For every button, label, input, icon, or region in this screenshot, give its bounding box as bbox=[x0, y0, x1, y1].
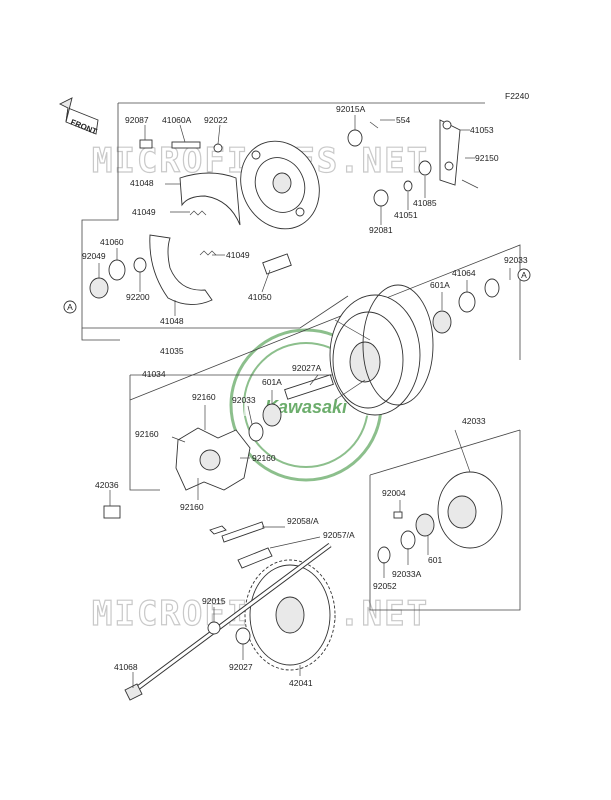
part-label: 42033 bbox=[462, 416, 486, 426]
part-label: 41049 bbox=[226, 250, 250, 260]
part-label: 42041 bbox=[289, 678, 313, 688]
svg-text:A: A bbox=[67, 302, 73, 312]
part-label: 41064 bbox=[452, 268, 476, 278]
figure-code: F2240 bbox=[505, 91, 529, 101]
part-label: 92058/A bbox=[287, 516, 319, 526]
sprocket-bolts bbox=[209, 521, 273, 569]
part-label: 41060A bbox=[162, 115, 192, 125]
part-label: 41034 bbox=[142, 369, 166, 379]
part-label: 41060 bbox=[100, 237, 124, 247]
logo-text: Kawasaki bbox=[265, 397, 348, 417]
part-label: 41049 bbox=[132, 207, 156, 217]
reference-marker-left: A bbox=[63, 300, 77, 314]
part-label: 42036 bbox=[95, 480, 119, 490]
sprocket-coupling bbox=[377, 471, 503, 564]
front-arrow-icon: FRONT bbox=[58, 97, 99, 136]
part-label: 92057/A bbox=[323, 530, 355, 540]
collar bbox=[103, 505, 121, 519]
brake-panel bbox=[240, 140, 320, 230]
part-label: 92160 bbox=[252, 453, 276, 463]
part-label: 92087 bbox=[125, 115, 149, 125]
part-label: 601A bbox=[430, 280, 450, 290]
leader-lines bbox=[98, 115, 511, 688]
part-label: 554 bbox=[396, 115, 410, 125]
part-label: 92027A bbox=[292, 363, 322, 373]
axle bbox=[124, 542, 332, 701]
part-label: 92004 bbox=[382, 488, 406, 498]
part-number-labels: 92087 41060A 92022 92015A 554 41053 4104… bbox=[82, 104, 528, 688]
part-label: 92081 bbox=[369, 225, 393, 235]
part-label: 92200 bbox=[126, 292, 150, 302]
part-label: 92049 bbox=[82, 251, 106, 261]
part-label: 92015 bbox=[202, 596, 226, 606]
part-label: 41085 bbox=[413, 198, 437, 208]
part-label: 92150 bbox=[475, 153, 499, 163]
part-label: 92033A bbox=[392, 569, 422, 579]
damper-rubbers bbox=[175, 427, 251, 491]
part-label: 92033 bbox=[504, 255, 528, 265]
part-label: 92052 bbox=[373, 581, 397, 591]
part-label: 41035 bbox=[160, 346, 184, 356]
part-label: 41068 bbox=[114, 662, 138, 672]
wheel-hub bbox=[329, 284, 434, 416]
part-label: 92015A bbox=[336, 104, 366, 114]
right-bearing-set bbox=[432, 278, 500, 334]
part-label: 601 bbox=[428, 555, 442, 565]
part-label: 92027 bbox=[229, 662, 253, 672]
top-small-parts bbox=[139, 119, 479, 275]
part-label: 41048 bbox=[160, 316, 184, 326]
spacer-collar bbox=[248, 374, 334, 442]
part-label: 41051 bbox=[394, 210, 418, 220]
part-label: 92160 bbox=[180, 502, 204, 512]
part-label: 601A bbox=[262, 377, 282, 387]
part-label: 92022 bbox=[204, 115, 228, 125]
part-label: 92033 bbox=[232, 395, 256, 405]
brake-shoes bbox=[149, 172, 241, 305]
part-label: 41050 bbox=[248, 292, 272, 302]
kawasaki-logo: Kawasaki bbox=[229, 328, 383, 482]
part-label: 41053 bbox=[470, 125, 494, 135]
svg-text:A: A bbox=[521, 270, 527, 280]
part-label: 92160 bbox=[135, 429, 159, 439]
left-bearing-set bbox=[89, 257, 147, 299]
reference-marker-right: A bbox=[517, 268, 531, 282]
part-label: 92160 bbox=[192, 392, 216, 402]
part-label: 41048 bbox=[130, 178, 154, 188]
